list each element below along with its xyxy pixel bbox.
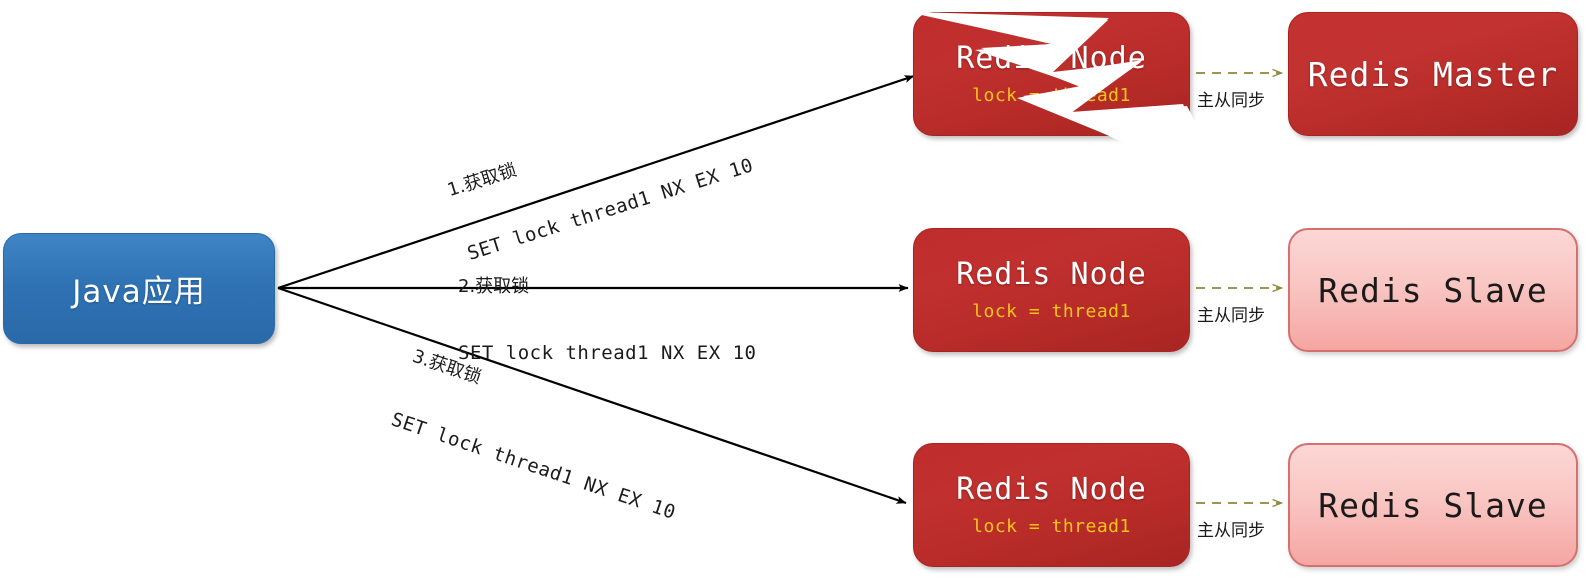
request-step-2: 2.获取锁	[458, 276, 530, 298]
request-command-2: SET lock thread1 NX EX 10	[458, 342, 757, 365]
redis-node-lock-3: lock = thread1	[972, 516, 1131, 537]
java-app-box[interactable]: Java应用	[3, 233, 275, 344]
redis-master-box[interactable]: Redis Master	[1288, 12, 1578, 136]
java-app-label: Java应用	[72, 274, 206, 310]
redis-node-lock-2: lock = thread1	[972, 301, 1131, 322]
redis-node-box-2[interactable]: Redis Node lock = thread1	[913, 228, 1190, 352]
sync-label-1: 主从同步	[1197, 91, 1265, 111]
redis-node-title-1: Redis Node	[956, 41, 1147, 76]
redis-slave-box-2[interactable]: Redis Slave	[1288, 443, 1578, 567]
request-label-2: 2.获取锁 SET lock thread1 NX EX 10	[458, 233, 756, 408]
sync-label-2: 主从同步	[1197, 306, 1265, 326]
redis-slave-box-1[interactable]: Redis Slave	[1288, 228, 1578, 352]
redis-slave-label-1: Redis Slave	[1318, 270, 1548, 310]
redis-node-box-1[interactable]: Redis Node lock = thread1	[913, 12, 1190, 136]
redis-node-box-3[interactable]: Redis Node lock = thread1	[913, 443, 1190, 567]
redis-slave-label-2: Redis Slave	[1318, 485, 1548, 525]
redis-node-lock-1: lock = thread1	[972, 85, 1131, 106]
sync-label-3: 主从同步	[1197, 521, 1265, 541]
redis-master-label: Redis Master	[1307, 54, 1559, 94]
redis-node-title-2: Redis Node	[956, 257, 1147, 292]
redis-node-title-3: Redis Node	[956, 472, 1147, 507]
